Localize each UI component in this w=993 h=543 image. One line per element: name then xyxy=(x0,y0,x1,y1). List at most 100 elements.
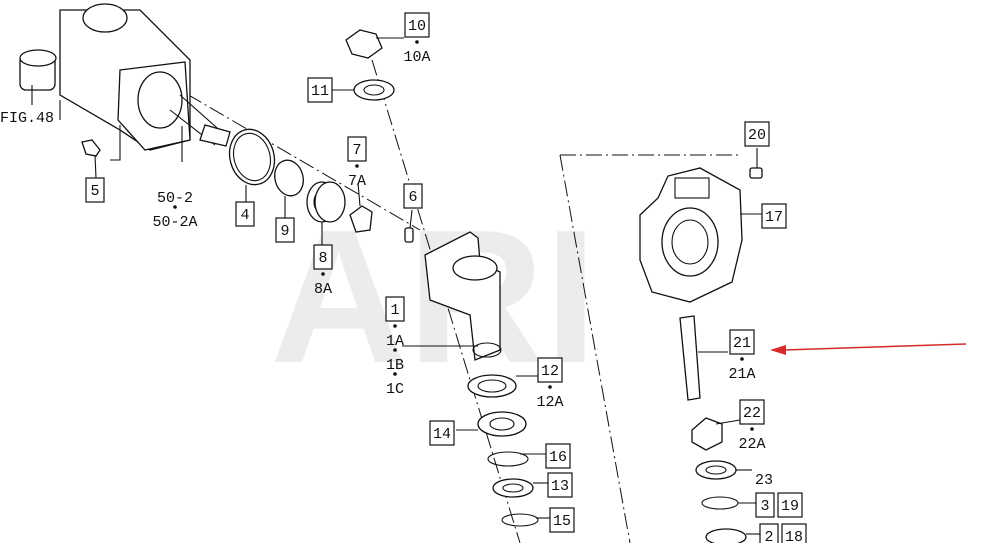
callout-number: 20 xyxy=(748,127,766,144)
gear-case-part-17 xyxy=(639,167,762,303)
callout-17: 17 xyxy=(761,203,787,229)
snap-ring-part-3 xyxy=(701,496,756,510)
callout-box xyxy=(347,136,367,162)
callout-sub-label: 23 xyxy=(755,472,773,489)
callout-2: 2 xyxy=(759,523,779,543)
callout-number: 16 xyxy=(549,449,567,466)
callout-sub-label: 1B xyxy=(386,357,404,374)
callout-18: 18 xyxy=(781,523,807,543)
callout-box xyxy=(739,399,765,425)
centerline-lower-left xyxy=(559,154,631,543)
callout-sub-label: 50-2 xyxy=(157,190,193,207)
callout-dot xyxy=(548,385,552,389)
callout-4: 4 xyxy=(235,201,255,227)
callout-dot xyxy=(415,40,419,44)
callout-dot xyxy=(393,348,397,352)
callout-box xyxy=(313,244,333,270)
callout-box xyxy=(235,201,255,227)
callout-number: 15 xyxy=(553,513,571,530)
callout-box xyxy=(777,492,803,518)
oil-seal-part-12 xyxy=(467,374,538,398)
snap-ring-part-15 xyxy=(501,513,550,527)
callout-box xyxy=(403,183,423,209)
bevel-housing-part-1 xyxy=(402,231,502,361)
callout-number: 14 xyxy=(433,426,451,443)
callout-23: 23 xyxy=(755,472,773,489)
shaft-part-21 xyxy=(679,315,728,401)
callout-16: 16 xyxy=(545,443,571,469)
callout-number: 7 xyxy=(352,142,361,159)
callout-3: 3 xyxy=(755,492,775,518)
callout-19: 19 xyxy=(777,492,803,518)
callout-number: 10 xyxy=(408,18,426,35)
callout-box xyxy=(537,357,563,383)
callout-box xyxy=(755,492,775,518)
callout-sub-label: 21A xyxy=(728,366,755,383)
callout-number: 17 xyxy=(765,209,783,226)
callout-dot xyxy=(393,324,397,328)
callout-sub-label: 12A xyxy=(536,394,563,411)
ring-part-2 xyxy=(705,528,760,543)
callout-box xyxy=(429,420,455,446)
callout-sub-label: 7A xyxy=(348,173,366,190)
pin-part-6 xyxy=(404,209,414,243)
bearing-part-8 xyxy=(306,181,346,245)
callout-number: 5 xyxy=(90,183,99,200)
plug-part-20 xyxy=(749,148,763,179)
callout-15: 15 xyxy=(549,507,575,533)
callout-number: 6 xyxy=(408,189,417,206)
callout-number: 2 xyxy=(764,529,773,543)
callout-dot xyxy=(740,357,744,361)
callout-dot xyxy=(750,427,754,431)
figure-reference: FIG.48 xyxy=(0,85,54,127)
callout-7: 7 7A xyxy=(347,136,367,190)
callout-box xyxy=(307,77,333,103)
bearing-part-14 xyxy=(456,411,527,437)
callout-dot xyxy=(355,164,359,168)
callout-sub-label: 22A xyxy=(738,436,765,453)
callout-box xyxy=(85,177,105,203)
callout-20: 20 xyxy=(744,121,770,147)
bolt-part xyxy=(81,139,101,179)
callout-box xyxy=(761,203,787,229)
bevel-gear-part-7 xyxy=(349,182,373,233)
callout-box xyxy=(759,523,779,543)
bearing-part-23 xyxy=(695,460,752,480)
callout-sub-label: 1C xyxy=(386,381,404,398)
callout-12: 12 12A xyxy=(536,357,564,411)
callout-9: 9 xyxy=(275,217,295,243)
callout-dot xyxy=(321,272,325,276)
callout-number: 11 xyxy=(311,83,329,100)
callout-sub-label: 1A xyxy=(386,333,404,350)
callout-sub-label: 50-2A xyxy=(152,214,197,231)
callout-number: 18 xyxy=(785,529,803,543)
bearing-part-11 xyxy=(330,79,395,101)
callout-dot xyxy=(173,205,177,209)
callout-11: 11 xyxy=(307,77,333,103)
callout-number: 12 xyxy=(541,363,559,380)
callout-number: 9 xyxy=(280,223,289,240)
highlight-arrow xyxy=(770,343,967,355)
callout-8: 8 8A xyxy=(313,244,333,298)
callout-box xyxy=(275,217,295,243)
centerline-upper xyxy=(371,59,521,543)
callout-box xyxy=(404,12,430,38)
bevel-gear-part-22 xyxy=(691,417,741,451)
callout-14: 14 xyxy=(429,420,455,446)
figure-ref-label: FIG.48 xyxy=(0,110,54,127)
callout-sub-label: 8A xyxy=(314,281,332,298)
callout-22: 22 22A xyxy=(738,399,766,453)
callout-box xyxy=(385,296,405,322)
callout-number: 22 xyxy=(743,405,761,422)
callout-box xyxy=(547,472,573,498)
callout-5: 5 xyxy=(85,177,105,203)
callout-number: 3 xyxy=(760,498,769,515)
callout-box xyxy=(549,507,575,533)
callout-number: 8 xyxy=(318,250,327,267)
callout-box xyxy=(545,443,571,469)
